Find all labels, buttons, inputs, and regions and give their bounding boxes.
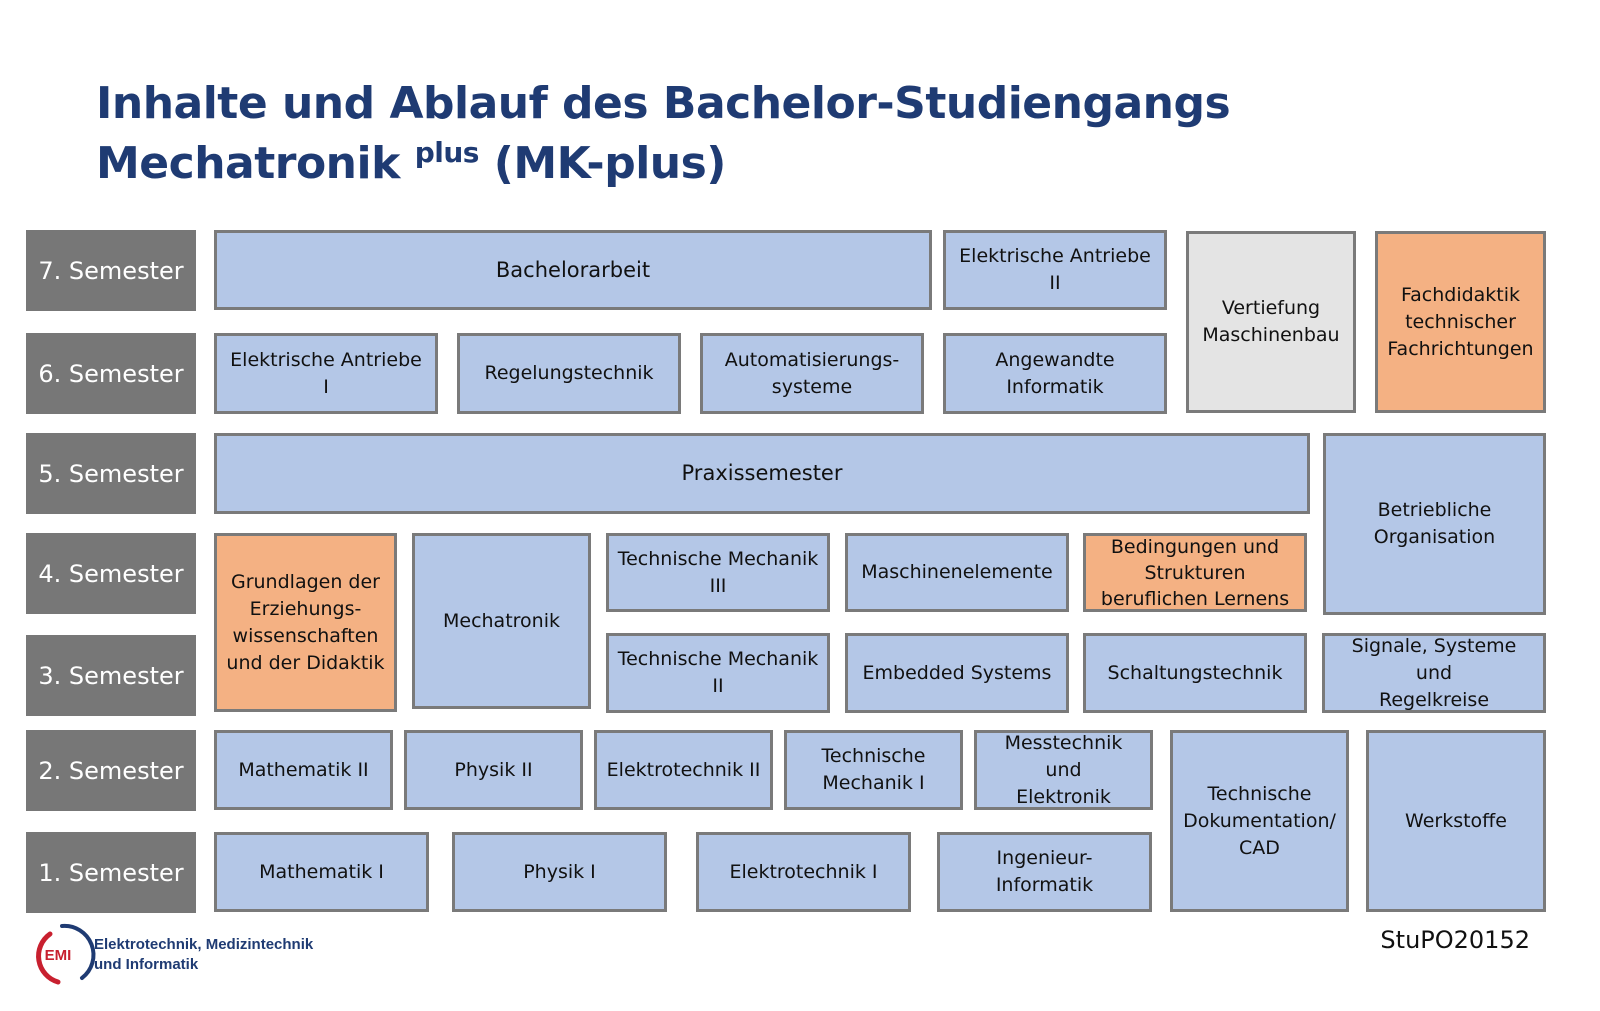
module-physik-2: Physik II [404, 730, 583, 810]
module-messtechnik-elektronik: Messtechnik und Elektronik [974, 730, 1153, 810]
title-line-2-main: Mechatronik [96, 138, 400, 189]
module-technische-dokumentation-cad: Technische Dokumentation/ CAD [1170, 730, 1349, 912]
module-technische-mechanik-2: Technische Mechanik II [606, 633, 830, 713]
emi-logo-line-1: Elektrotechnik, Medizintechnik [94, 936, 314, 953]
emi-logo-abbr: EMI [45, 947, 72, 964]
semester-label-6: 6. Semester [26, 333, 196, 414]
semester-label-1: 1. Semester [26, 832, 196, 913]
module-automatisierungssysteme: Automatisierungs- systeme [700, 333, 924, 414]
stupo-label: StuPO20152 [1380, 926, 1530, 954]
emi-logo-text: Elektrotechnik, Medizintechnik und Infor… [94, 935, 313, 975]
module-grundlagen-erziehungswissenschaften: Grundlagen der Erziehungs- wissenschafte… [214, 533, 397, 712]
module-physik-1: Physik I [452, 832, 667, 912]
module-schaltungstechnik: Schaltungstechnik [1083, 633, 1307, 713]
module-bedingungen-strukturen: Bedingungen und Strukturen beruflichen L… [1083, 533, 1307, 612]
module-werkstoffe: Werkstoffe [1366, 730, 1546, 912]
module-elektrotechnik-2: Elektrotechnik II [594, 730, 773, 810]
module-technische-mechanik-1: Technische Mechanik I [784, 730, 963, 810]
page-title: Inhalte und Ablauf des Bachelor-Studieng… [96, 74, 1231, 199]
semester-label-4: 4. Semester [26, 533, 196, 614]
module-elektrische-antriebe-1: Elektrische Antriebe I [214, 333, 438, 414]
semester-label-3: 3. Semester [26, 635, 196, 716]
module-maschinenelemente: Maschinenelemente [845, 533, 1069, 612]
module-angewandte-informatik: Angewandte Informatik [943, 333, 1167, 414]
module-elektrische-antriebe-2: Elektrische Antriebe II [943, 230, 1167, 310]
module-regelungstechnik: Regelungstechnik [457, 333, 681, 414]
module-technische-mechanik-3: Technische Mechanik III [606, 533, 830, 612]
module-elektrotechnik-1: Elektrotechnik I [696, 832, 911, 912]
module-fachdidaktik: Fachdidaktik technischer Fachrichtungen [1375, 231, 1546, 413]
emi-logo-arc-navy [60, 923, 96, 980]
semester-label-7: 7. Semester [26, 230, 196, 311]
module-praxissemester: Praxissemester [214, 433, 1310, 514]
title-line-2-end: (MK-plus) [493, 138, 727, 189]
module-betriebliche-organisation: Betriebliche Organisation [1323, 433, 1546, 615]
module-vertiefung-maschinenbau: Vertiefung Maschinenbau [1186, 231, 1356, 413]
module-embedded-systems: Embedded Systems [845, 633, 1069, 713]
emi-logo-line-2: und Informatik [94, 956, 199, 973]
module-ingenieur-informatik: Ingenieur-Informatik [937, 832, 1152, 912]
emi-logo-arc-red [36, 931, 61, 985]
module-mathematik-1: Mathematik I [214, 832, 429, 912]
title-superscript: plus [414, 136, 480, 169]
emi-logo: EMI [36, 923, 96, 985]
semester-label-2: 2. Semester [26, 730, 196, 811]
module-bachelorarbeit: Bachelorarbeit [214, 230, 932, 310]
module-mechatronik: Mechatronik [412, 533, 591, 709]
title-line-1: Inhalte und Ablauf des Bachelor-Studieng… [96, 78, 1231, 129]
module-signale-systeme-regelkreise: Signale, Systeme und Regelkreise [1322, 633, 1546, 713]
module-mathematik-2: Mathematik II [214, 730, 393, 810]
semester-label-5: 5. Semester [26, 433, 196, 514]
